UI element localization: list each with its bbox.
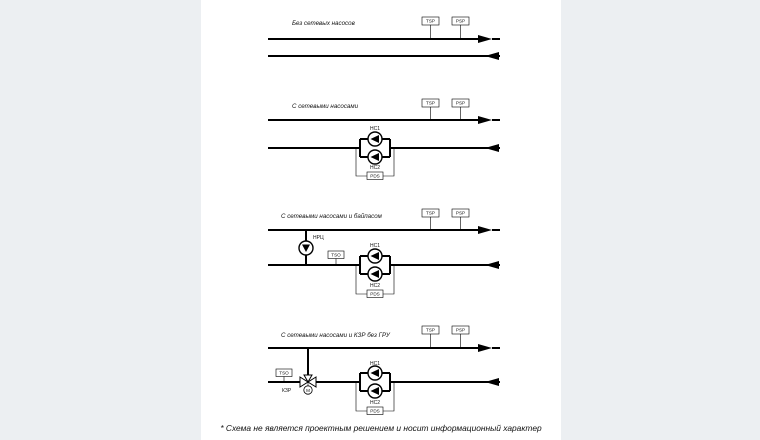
flow-arrow-right xyxy=(478,116,492,124)
flow-arrow-left xyxy=(485,378,499,386)
bypass-pump-icon xyxy=(298,240,314,256)
svg-text:TSP: TSP xyxy=(426,328,435,333)
pump-icon xyxy=(367,383,383,399)
svg-text:PSP: PSP xyxy=(456,211,465,216)
psp-sensor: PSP xyxy=(451,325,470,347)
valve-label: КЗР xyxy=(282,388,292,394)
svg-text:PSP: PSP xyxy=(456,101,465,106)
svg-text:TSO: TSO xyxy=(279,370,289,375)
svg-text:M: M xyxy=(306,388,310,393)
pds-sensor: PDS xyxy=(355,265,395,298)
footnote: * Схема не является проектным решением и… xyxy=(220,423,542,433)
flow-arrow-left xyxy=(485,261,499,269)
scheme-no-pumps: Без сетевых насосов TSP PSP xyxy=(268,16,500,60)
motor-actuator-icon: M xyxy=(303,385,313,395)
pump-icon xyxy=(367,365,383,381)
svg-text:PDS: PDS xyxy=(370,408,379,413)
tso-sensor: TSO xyxy=(327,250,345,264)
svg-text:TSP: TSP xyxy=(426,101,435,106)
tsp-sensor: TSP xyxy=(421,325,440,347)
scheme-title: С сетевыми насосами и КЗР без ГРУ xyxy=(281,332,391,339)
svg-text:TSP: TSP xyxy=(426,211,435,216)
pump-manifold xyxy=(359,372,391,392)
tsp-sensor: TSP xyxy=(421,16,440,38)
svg-text:TSP: TSP xyxy=(426,19,435,24)
svg-text:PDS: PDS xyxy=(370,291,379,296)
scheme-with-bypass: С сетевыми насосами и байпасом TSP PSP Н… xyxy=(268,208,500,298)
scheme-title: Без сетевых насосов xyxy=(292,20,356,27)
svg-text:PSP: PSP xyxy=(456,19,465,24)
scheme-title: С сетевыми насосами и байпасом xyxy=(281,213,383,220)
svg-text:TSO: TSO xyxy=(331,252,341,257)
pump-icon xyxy=(367,149,383,165)
svg-text:PDS: PDS xyxy=(370,173,379,178)
scheme-title: С сетевыми насосами xyxy=(292,103,359,110)
tsp-sensor: TSP xyxy=(421,98,440,119)
flow-arrow-right xyxy=(478,344,492,352)
flow-arrow-left xyxy=(485,52,499,60)
pump1-label: НС1 xyxy=(370,126,380,132)
pds-sensor: PDS xyxy=(355,148,395,180)
diagram-sheet xyxy=(201,0,561,440)
pump2-label: НС2 xyxy=(370,165,380,171)
psp-sensor: PSP xyxy=(451,98,470,119)
pump-manifold xyxy=(359,138,391,158)
pump2-label: НС2 xyxy=(370,283,380,289)
flow-arrow-left xyxy=(485,144,499,152)
flow-arrow-right xyxy=(478,35,492,43)
psp-sensor: PSP xyxy=(451,16,470,38)
pump1-label: НС1 xyxy=(370,243,380,249)
pump-icon xyxy=(367,131,383,147)
scheme-with-pumps: С сетевыми насосами TSP PSP НС1 НС2 xyxy=(268,98,500,180)
psp-sensor: PSP xyxy=(451,208,470,229)
pds-sensor: PDS xyxy=(355,382,395,415)
pump-icon xyxy=(367,266,383,282)
svg-text:PSP: PSP xyxy=(456,328,465,333)
pump2-label: НС2 xyxy=(370,400,380,406)
flow-arrow-right xyxy=(478,226,492,234)
bypass-pump-label: НРЦ xyxy=(313,235,324,241)
tso-sensor: TSO xyxy=(275,368,293,381)
pump-icon xyxy=(367,248,383,264)
three-way-valve-icon xyxy=(299,374,317,388)
pump-manifold xyxy=(359,255,391,275)
pump1-label: НС1 xyxy=(370,361,380,367)
scheme-with-control-valve: С сетевыми насосами и КЗР без ГРУ TSP PS… xyxy=(268,325,500,415)
tsp-sensor: TSP xyxy=(421,208,440,229)
